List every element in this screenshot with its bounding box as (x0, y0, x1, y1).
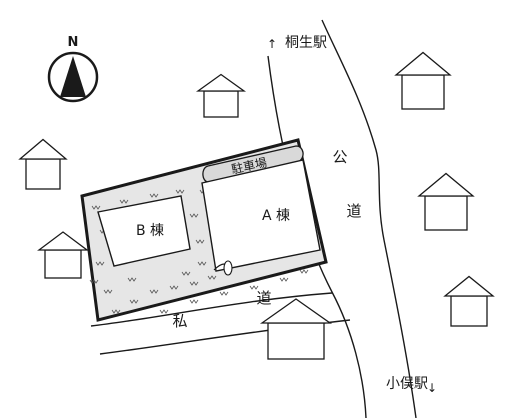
grass-mark (95, 261, 105, 266)
grass-mark (195, 239, 205, 244)
house-body (424, 195, 468, 231)
site-lot: 駐車場 A 棟 B 棟 (80, 138, 328, 322)
tree-icon (223, 260, 233, 276)
grass-mark (149, 193, 159, 198)
house-body (203, 90, 239, 118)
north-station-label: 桐生駅 (285, 35, 327, 51)
house-body (450, 295, 488, 327)
house-icon (443, 275, 495, 327)
house-body (267, 322, 325, 360)
private-road-label-2: 道 (256, 289, 271, 307)
house-icon (259, 298, 333, 360)
grass-mark (189, 281, 199, 286)
compass: N (47, 35, 99, 103)
house-roof (195, 73, 247, 92)
grass-mark (89, 279, 99, 284)
grass-mark (111, 309, 121, 314)
building-b (97, 195, 191, 267)
public-road-east-edge (321, 19, 417, 418)
house-roof (394, 51, 452, 76)
grass-mark (159, 309, 169, 314)
house-icon (394, 51, 452, 110)
public-road-west-edge (267, 55, 367, 418)
house-body (44, 249, 82, 279)
public-road (267, 19, 417, 418)
grass-mark (279, 277, 289, 282)
grass-mark (127, 277, 137, 282)
grass-mark (189, 299, 199, 304)
grass-mark (119, 199, 129, 204)
house-icon (195, 73, 247, 118)
north-label: N (68, 35, 79, 50)
house-roof (37, 231, 89, 251)
compass-ring (47, 51, 99, 103)
grass-mark (169, 285, 179, 290)
house-roof (259, 298, 333, 324)
house-roof (443, 275, 495, 297)
grass-mark (149, 289, 159, 294)
private-road-north-edge (90, 292, 333, 327)
south-station-arrow-icon: ↓ (427, 381, 437, 395)
building-b-label: B 棟 (136, 223, 164, 239)
grass-mark (103, 289, 113, 294)
grass-mark (91, 205, 101, 210)
north-station-arrow-icon: ↑ (267, 37, 277, 51)
grass-mark (219, 291, 229, 296)
grass-mark (249, 285, 259, 290)
house-icon (37, 231, 89, 279)
grass-mark (299, 269, 309, 274)
public-road-label-1: 公 (332, 148, 347, 166)
neighbor-houses (18, 51, 495, 360)
north-arrow-icon (60, 56, 86, 97)
grass-mark (197, 261, 207, 266)
building-a-label: A 棟 (262, 208, 290, 224)
house-roof (18, 138, 68, 160)
building-a (201, 159, 321, 272)
grass-mark (189, 213, 199, 218)
house-body (401, 74, 445, 110)
grass-mark (207, 275, 217, 280)
south-station-label: 小俣駅 (386, 376, 428, 392)
public-road-label-2: 道 (346, 202, 361, 220)
grass-mark (181, 271, 191, 276)
grass-mark (129, 299, 139, 304)
private-road-label-1: 私 (172, 312, 187, 330)
house-body (25, 158, 61, 190)
house-roof (417, 172, 475, 197)
grass-texture (89, 189, 309, 314)
house-icon (417, 172, 475, 231)
grass-mark (175, 189, 185, 194)
house-icon (18, 138, 68, 190)
